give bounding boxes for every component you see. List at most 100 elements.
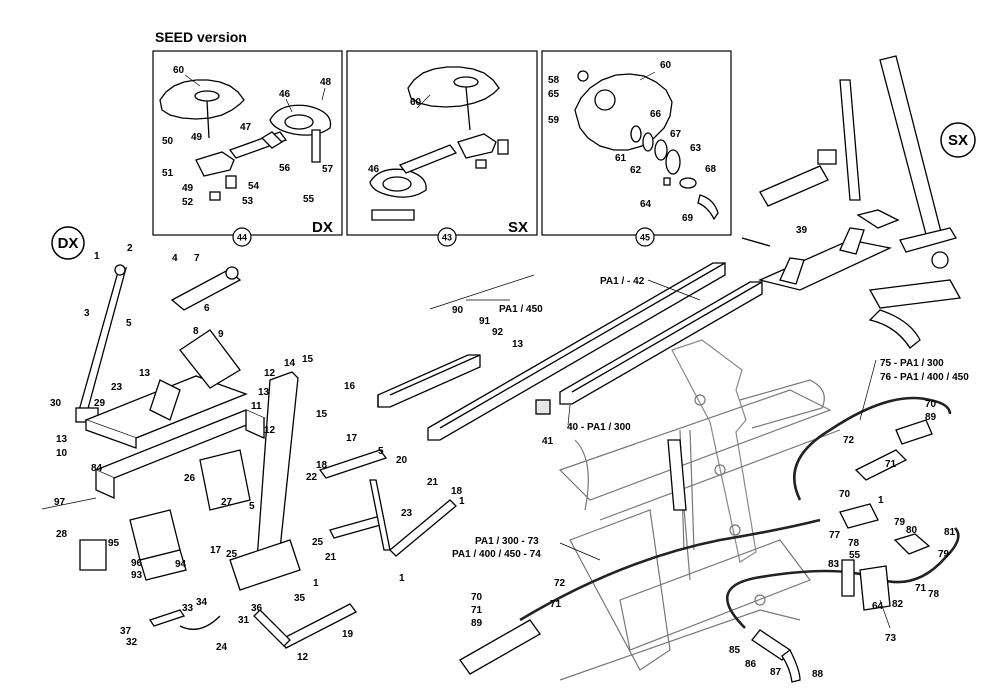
callout: 24 <box>216 642 228 653</box>
callout: 64 <box>872 601 884 612</box>
callout: 69 <box>682 213 694 224</box>
callout: 12 <box>264 368 276 379</box>
badge-right <box>940 122 976 158</box>
upright-arm <box>879 55 943 243</box>
callout: 57 <box>322 164 334 175</box>
callout: 47 <box>240 122 252 133</box>
callout: 22 <box>306 472 318 483</box>
callout: 29 <box>94 398 106 409</box>
callout: 13 <box>139 368 151 379</box>
callout: 73 <box>885 633 897 644</box>
base-plate-39 <box>758 239 893 291</box>
callout: 60 <box>173 65 185 76</box>
callout: 12 <box>297 652 309 663</box>
callout: 41 <box>542 436 554 447</box>
cylinder-right <box>759 165 829 207</box>
label-pa1-450: PA1 / 450 <box>499 304 543 315</box>
vertical-arm-14 <box>255 371 299 575</box>
callouts-inset44: 60 46 48 47 50 49 51 56 57 49 54 52 53 5… <box>162 65 334 208</box>
callout: 8 <box>193 326 199 337</box>
valve-80 <box>893 533 931 555</box>
callout: 50 <box>162 136 174 147</box>
callout: 70 <box>925 399 937 410</box>
tube-pa1-450 <box>377 354 481 408</box>
callout: 88 <box>812 669 824 680</box>
callout: 72 <box>843 435 855 446</box>
seed-disc-43 <box>407 66 500 108</box>
callout: 71 <box>550 599 562 610</box>
callout: 5 <box>378 446 384 457</box>
callout: 82 <box>892 599 904 610</box>
callout: 85 <box>729 645 741 656</box>
callout: 77 <box>829 530 841 541</box>
callout: 36 <box>251 603 263 614</box>
diagram-title: SEED version <box>155 29 247 45</box>
callout: 49 <box>182 183 194 194</box>
label-hose-75: 75 - PA1 / 300 <box>880 358 944 369</box>
callout: 84 <box>91 463 103 474</box>
callout: 1 <box>459 496 465 507</box>
callout: 92 <box>492 327 504 338</box>
callout: 21 <box>325 552 337 563</box>
inset-45-number: 45 <box>640 233 650 243</box>
callout: 61 <box>615 153 627 164</box>
tube-pa1-42 <box>427 262 726 441</box>
callout: 9 <box>218 329 224 340</box>
callout: 1 <box>313 578 319 589</box>
disc-hub-44 <box>194 90 220 102</box>
callout: 55 <box>303 194 315 205</box>
label-hose-76: 76 - PA1 / 400 / 450 <box>880 372 969 383</box>
inset-44-marker <box>232 227 252 247</box>
callout: 56 <box>279 163 291 174</box>
callout: 5 <box>126 318 132 329</box>
callout: 49 <box>191 132 203 143</box>
link-arm <box>839 79 861 201</box>
badge-left-label: DX <box>58 235 79 252</box>
callout: 91 <box>479 316 491 327</box>
link-rod-3 <box>77 266 128 417</box>
inset-44-side: DX <box>312 219 333 236</box>
callout: 60 <box>660 60 672 71</box>
callout: 48 <box>320 77 332 88</box>
callout: 67 <box>670 129 682 140</box>
machine-frame-background <box>558 339 841 681</box>
callout: 79 <box>894 517 906 528</box>
right-bracket-assembly <box>741 55 962 349</box>
callout: 12 <box>264 425 276 436</box>
inset-45-marker <box>635 227 655 247</box>
callout: 17 <box>210 545 222 556</box>
callout: 52 <box>182 197 194 208</box>
callout: 83 <box>828 559 840 570</box>
label-pa1-300-40: 40 - PA1 / 300 <box>567 422 631 433</box>
callout: 78 <box>928 589 940 600</box>
callouts-middle: 90 91 92 13 41 39 <box>452 225 808 447</box>
tube-45 <box>697 194 719 221</box>
inset-44-parts <box>159 79 332 201</box>
callout: 35 <box>294 593 306 604</box>
callout: 63 <box>690 143 702 154</box>
callout: 96 <box>131 558 143 569</box>
inset-44-number: 44 <box>237 233 247 243</box>
hydraulic-assembly <box>459 396 960 683</box>
callout: 70 <box>839 489 851 500</box>
callout: 89 <box>471 618 483 629</box>
callout: 2 <box>127 243 133 254</box>
callout: 23 <box>401 508 413 519</box>
callout: 66 <box>650 109 662 120</box>
callout: 97 <box>54 497 66 508</box>
callout: 46 <box>279 89 291 100</box>
callouts-inset45: 60 58 65 59 66 67 61 63 62 68 64 69 <box>548 60 717 224</box>
callout: 95 <box>108 538 120 549</box>
callout: 20 <box>396 455 408 466</box>
callout: 68 <box>705 164 717 175</box>
u-bolt-28 <box>79 539 107 571</box>
callout: 65 <box>548 89 560 100</box>
callout: 19 <box>342 629 354 640</box>
callout: 86 <box>745 659 757 670</box>
callout: 64 <box>640 199 652 210</box>
callout: 7 <box>194 253 200 264</box>
callout: 70 <box>471 592 483 603</box>
callout: 10 <box>56 448 68 459</box>
callout: 93 <box>131 570 143 581</box>
